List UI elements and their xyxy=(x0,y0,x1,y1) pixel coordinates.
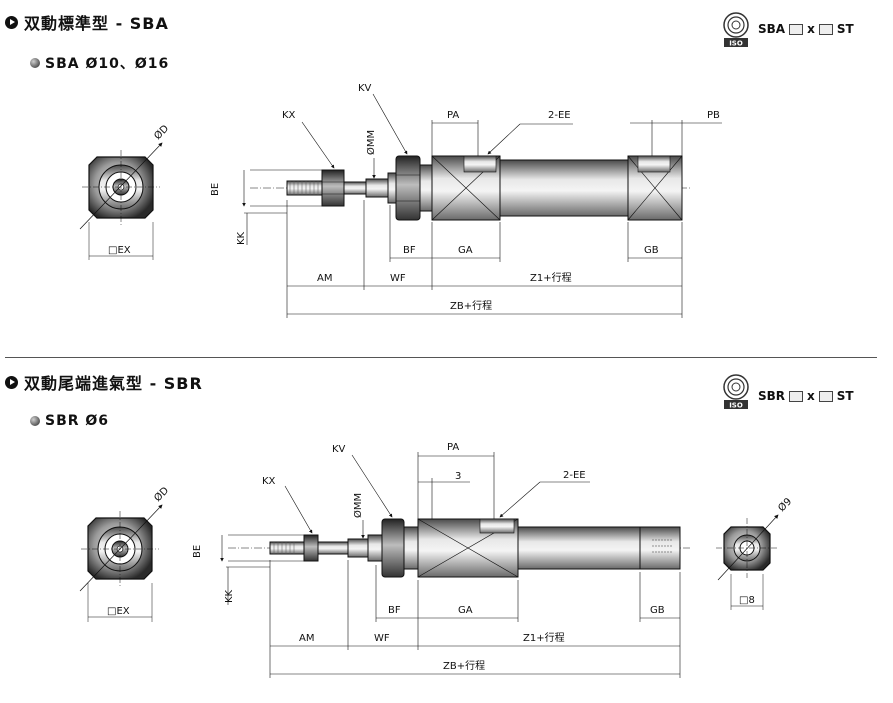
model-suffix: ST xyxy=(836,389,854,403)
label-kv: KV xyxy=(358,83,372,94)
label-am: AM xyxy=(317,273,332,284)
label-gb: GB xyxy=(644,245,659,256)
section2-title: 双動尾端進氣型 - SBR xyxy=(5,370,203,394)
model-prefix: SBA xyxy=(758,22,786,36)
label-o9: Ø9 xyxy=(776,496,795,515)
section1-title: 双動標準型 - SBA xyxy=(5,10,169,34)
rear-end-view-2 xyxy=(716,514,779,610)
label-pa-2: PA xyxy=(447,442,459,453)
section2-model-code: SBR x ST xyxy=(758,389,854,403)
label-kk: KK xyxy=(236,231,247,245)
section2-subtitle-text: SBR Ø6 xyxy=(45,413,110,429)
label-ee: 2-EE xyxy=(548,110,571,121)
label-od: ØD xyxy=(152,122,172,142)
label-pb: PB xyxy=(707,110,720,121)
end-view-1 xyxy=(79,142,163,260)
label-be: BE xyxy=(210,183,221,196)
label-z1-2: Z1+行程 xyxy=(523,631,565,644)
label-omm-2: ØMM xyxy=(352,493,364,518)
label-zb: ZB+行程 xyxy=(450,299,492,312)
label-bf-2: BF xyxy=(388,605,401,616)
label-sq8: □8 xyxy=(739,595,755,606)
code-box xyxy=(818,23,833,35)
code-box xyxy=(789,390,804,402)
label-bf: BF xyxy=(403,245,416,256)
label-omm: ØMM xyxy=(365,130,377,155)
model-suffix: ST xyxy=(836,22,854,36)
label-kx-2: KX xyxy=(262,476,276,487)
section2-subtitle: SBR Ø6 xyxy=(30,413,109,429)
side-view-2 xyxy=(228,518,690,578)
section1-title-text: 双動標準型 - SBA xyxy=(24,14,169,33)
play-circle-icon xyxy=(5,15,18,29)
dimensions-1 xyxy=(242,93,722,318)
label-am-2: AM xyxy=(299,633,314,644)
iso-logo-icon: ISO xyxy=(723,374,749,410)
label-gb-2: GB xyxy=(650,605,665,616)
label-ga-2: GA xyxy=(458,605,473,616)
end-view-2 xyxy=(79,504,163,622)
section1-subtitle: SBA Ø10、Ø16 xyxy=(30,53,169,73)
label-ex-2: □EX xyxy=(107,606,130,617)
code-box xyxy=(818,390,833,402)
model-prefix: SBR xyxy=(758,389,786,403)
label-z1: Z1+行程 xyxy=(530,271,572,284)
section1-model-code: SBA x ST xyxy=(758,22,854,36)
label-kv-2: KV xyxy=(332,444,346,455)
label-kk-2: KK xyxy=(224,589,235,603)
label-ee-2: 2-EE xyxy=(563,470,586,481)
code-box xyxy=(789,23,804,35)
label-od-2: ØD xyxy=(152,484,172,504)
play-circle-icon xyxy=(5,375,18,389)
label-kx: KX xyxy=(282,110,296,121)
bullet-icon xyxy=(30,58,40,68)
svg-text:ISO: ISO xyxy=(729,402,743,410)
label-wf: WF xyxy=(390,273,406,284)
label-three-2: 3 xyxy=(455,471,461,482)
section-divider xyxy=(5,357,877,358)
iso-logo-icon: ISO xyxy=(723,12,749,48)
label-ga: GA xyxy=(458,245,473,256)
model-sep: x xyxy=(807,389,815,403)
label-pa: PA xyxy=(447,110,459,121)
label-be-2: BE xyxy=(192,545,203,558)
section2-title-text: 双動尾端進氣型 - SBR xyxy=(24,374,203,393)
dimensions-2 xyxy=(220,452,681,678)
label-ex: □EX xyxy=(108,245,131,256)
model-sep: x xyxy=(807,22,815,36)
svg-text:ISO: ISO xyxy=(729,40,743,48)
label-zb-2: ZB+行程 xyxy=(443,659,485,672)
label-wf-2: WF xyxy=(374,633,390,644)
side-view-1 xyxy=(250,155,690,221)
section1-subtitle-text: SBA Ø10、Ø16 xyxy=(45,56,170,72)
bullet-icon xyxy=(30,416,40,426)
